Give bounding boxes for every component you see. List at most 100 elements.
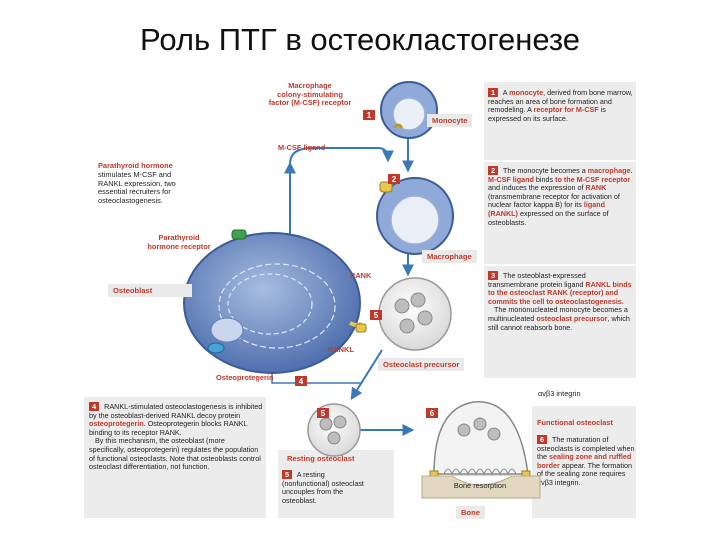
step3-t-d: osteoclast precursor: [536, 313, 608, 323]
step1-t-e: is expressed on its surface.: [488, 105, 606, 123]
osteoprotegerin-icon: [207, 342, 225, 354]
marker-2: 2: [392, 175, 397, 184]
step2-t-a: The monocyte becomes a: [501, 166, 588, 175]
marker-box-6: [426, 408, 438, 418]
pth-receptor-line1: Parathyroid: [158, 233, 200, 242]
mcsf-receptor-label: Macrophage colony-stimulating factor (M-…: [258, 81, 362, 108]
marker-5: 5: [321, 409, 326, 418]
step5-text: 5 A resting (nonfunctional) osteoclast u…: [282, 470, 374, 505]
precursor-nucleus-4: [399, 318, 415, 334]
rankl-label: RANKL: [328, 345, 354, 354]
resting-osteoclast-cell: [307, 403, 361, 457]
marker-box-5: [317, 408, 329, 418]
step4-t-c: Osteoprotegerin blocks RANKL binding to …: [89, 419, 248, 437]
step5-t-a: A resting (nonfunctional) osteoclast unc…: [282, 470, 364, 505]
mcsf-receptor-line3: factor (M-CSF) receptor: [268, 98, 352, 108]
monocyte-label: Monocyte: [427, 114, 473, 127]
step3-t-b: RANKL binds to the osteoclast RANK (rece…: [488, 279, 632, 306]
marker-5a: 5: [374, 311, 379, 320]
step4-badge: 4: [89, 402, 100, 411]
functional-nucleus-3: [487, 427, 501, 441]
pth-text-1: stimulates M-CSF and: [98, 170, 172, 179]
rank-rankl-binding-icon: [355, 323, 367, 333]
resting-nucleus-2: [333, 415, 347, 429]
monocyte-nucleus: [392, 97, 426, 131]
step1-badge: 1: [488, 88, 499, 97]
marker-box-1: [363, 110, 375, 120]
step6-t-d: αvβ3: [537, 477, 553, 487]
precursor-nucleus-3: [417, 310, 433, 326]
step2-t-e: and induces the expression of: [488, 183, 586, 193]
osteoclast-precursor-label: Osteoclast precursor: [378, 358, 465, 371]
marker-4: 4: [299, 377, 304, 386]
macrophage-nucleus: [390, 195, 440, 245]
osteoclast-precursor-cell: [378, 277, 452, 351]
step6-t-e: integrin.: [552, 477, 581, 487]
marker-box-4: [295, 376, 307, 386]
pth-receptor-line2: hormone receptor: [147, 241, 211, 251]
bone-label: Bone: [456, 506, 485, 519]
pth-text-2: RANKL expression, two: [98, 178, 176, 188]
functional-nucleus-2: [473, 417, 487, 431]
step3-badge: 3: [488, 271, 499, 280]
pth-receptor-icon: [231, 229, 247, 240]
functional-osteoclast-label: Functional osteoclast: [537, 418, 613, 427]
step6-panel: [532, 406, 636, 518]
marker-6: 6: [430, 409, 435, 418]
precursor-nucleus-1: [394, 298, 410, 314]
step-markers: 1 2 5 4 5 6: [295, 110, 438, 418]
step2-badge: 2: [488, 166, 499, 175]
step2-t-d: to the M-CSF receptor: [555, 174, 631, 184]
step2-text: 2 The monocyte becomes a macrophage. M-C…: [488, 166, 634, 227]
step4-t-b: osteoprotegerin.: [89, 419, 146, 429]
pth-description: stimulates M-CSF and RANKL expression, t…: [98, 170, 208, 205]
resorption-pit: [451, 475, 513, 486]
osteoblast-er-inner: [227, 273, 313, 335]
pth-text-4: osteoclastogenesis.: [98, 195, 163, 205]
step2-t-f: RANK: [585, 183, 607, 193]
pth-text-3: essential recruiters for: [98, 187, 171, 197]
step3-text: 3 The osteoblast-expressed transmembrane…: [488, 271, 634, 332]
osteoclastogenesis-figure: 1 A monocyte, derived from bone marrow, …: [82, 78, 638, 522]
step6-text: 6 The maturation of osteoclasts is compl…: [537, 435, 635, 488]
step6-t-b: sealing zone and ruffled border: [537, 452, 632, 470]
mcsf-receptor-line2: colony-stimulating: [277, 89, 343, 99]
osteoprotegerin-label: Osteoprotegerin: [216, 373, 274, 382]
step4-panel: [84, 397, 266, 518]
step2-t-h: ligand (RANKL): [488, 200, 606, 218]
bone-resorption-label: Bone resorption: [453, 481, 507, 490]
marker-box-2: [388, 174, 400, 184]
step6-t-a: The maturation of osteoclasts is complet…: [537, 435, 635, 462]
step1-t-b: monocyte: [509, 88, 544, 97]
osteoblast-nucleus: [210, 317, 244, 343]
osteoblast-er: [218, 263, 336, 349]
step3-t-c: The mononucleated monocyte becomes a mul…: [488, 305, 628, 323]
resting-nucleus-3: [327, 431, 341, 445]
osteoblast-label: Osteoblast: [108, 284, 192, 297]
arrow-3-5: [350, 349, 383, 401]
mcsf-receptor-icon: [392, 123, 404, 129]
step6-badge: 6: [537, 435, 548, 444]
step3-panel: [484, 266, 636, 378]
cell-illustrations: 1 2 5 4 5 6: [183, 81, 541, 499]
precursor-nucleus-2: [410, 292, 426, 308]
step1-t-c: , derived from bone marrow, reaches an a…: [488, 88, 633, 115]
step6-t-c: appear. The formation of the sealing zon…: [537, 460, 632, 479]
pth-receptor-label: Parathyroid hormone receptor: [134, 233, 224, 251]
resting-nucleus-1: [319, 417, 333, 431]
mcsf-ligand-label: M-CSF ligand: [278, 143, 326, 152]
ruffled-border: [443, 468, 517, 476]
functional-osteoclast-cell: [433, 401, 529, 475]
step5-badge: 5: [282, 470, 293, 479]
step2-t-b: macrophage. M-CSF ligand: [488, 166, 633, 184]
step2-t-g: (transmembrane receptor for activation o…: [488, 191, 620, 210]
marker-box-5a: [370, 310, 382, 320]
step1-text: 1 A monocyte, derived from bone marrow, …: [488, 88, 634, 123]
integrin-label: αvβ3 integrin: [538, 389, 581, 398]
pth-title: Parathyroid hormone: [98, 161, 173, 170]
step2-panel: [484, 162, 636, 264]
integrin-left-icon: [429, 470, 439, 477]
mcsf-receptor-line1: Macrophage: [288, 81, 332, 90]
rank-receptor-icon: [379, 181, 393, 193]
step4-t-a: RANKL-stimulated osteoclastogenesis is i…: [89, 402, 263, 420]
